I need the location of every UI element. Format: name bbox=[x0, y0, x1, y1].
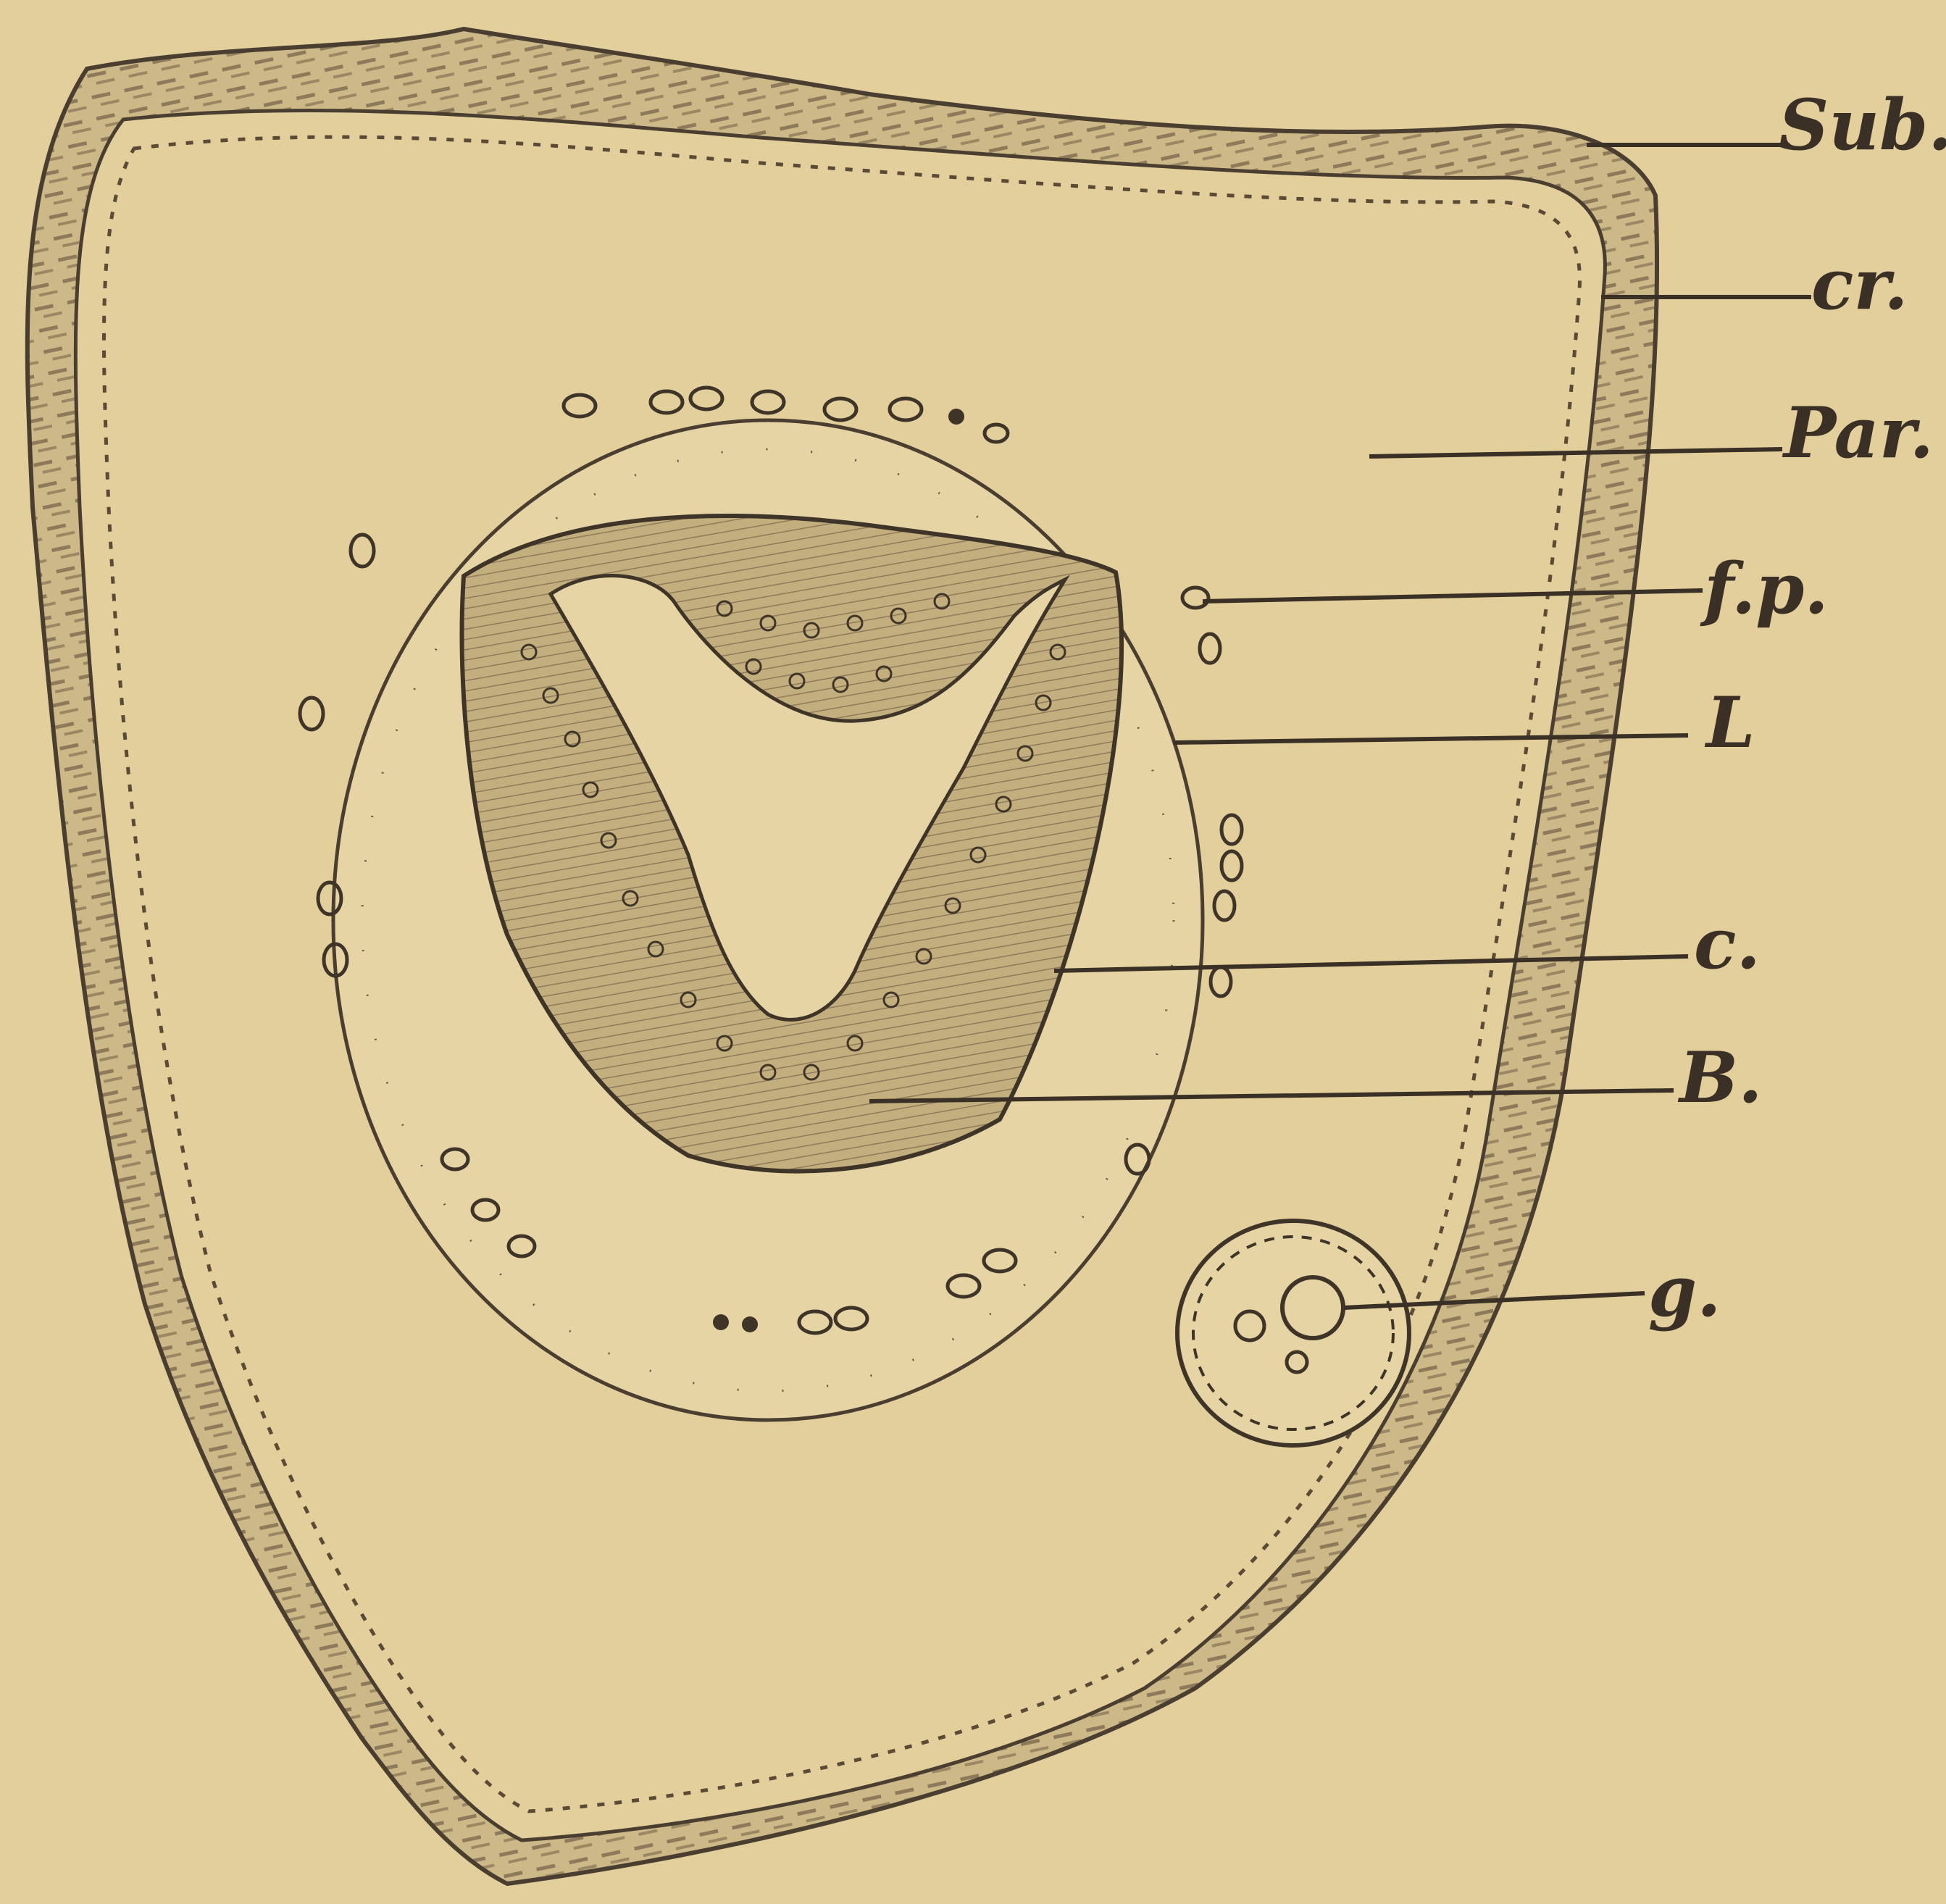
label-cr: cr. bbox=[1811, 250, 1908, 320]
label-fp: f.p. bbox=[1704, 554, 1829, 624]
label-g: g. bbox=[1648, 1257, 1721, 1327]
label-l: L bbox=[1706, 688, 1755, 758]
label-c: c. bbox=[1694, 909, 1761, 979]
label-b: B. bbox=[1679, 1043, 1763, 1113]
label-sub: Sub. bbox=[1779, 91, 1946, 160]
label-par: Par. bbox=[1784, 398, 1934, 468]
